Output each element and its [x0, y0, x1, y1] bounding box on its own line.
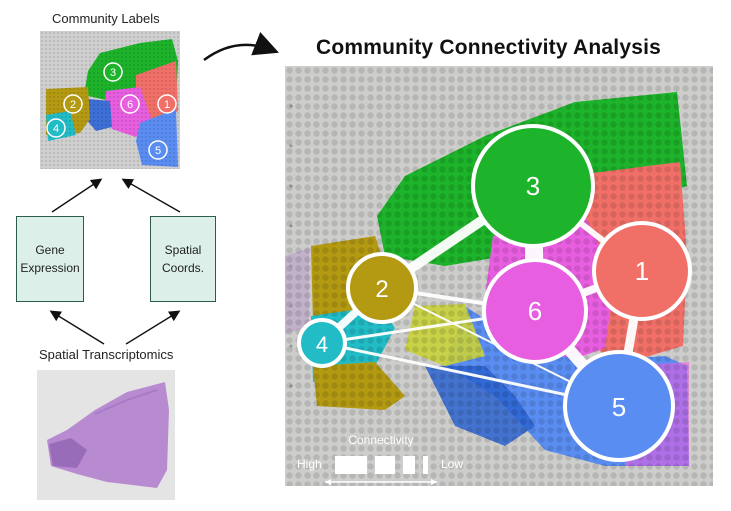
spatial-coords-line1: Spatial: [164, 243, 202, 257]
spatial-coords-line2: Coords.: [161, 261, 205, 275]
spatial-transcriptomics-image: [37, 370, 175, 500]
node-3: [471, 124, 595, 248]
node-4: [297, 318, 347, 368]
arrow-coords-to-labels: [121, 178, 181, 213]
node-1: [592, 221, 692, 321]
thumb-label-3: 3: [110, 67, 116, 79]
node-6: [482, 258, 588, 364]
arrow-st-to-gene: [49, 310, 105, 345]
legend-high: High: [297, 457, 322, 471]
node-label-2: 2: [375, 276, 388, 303]
arrow-gene-to-labels: [51, 178, 103, 213]
legend-low: Low: [441, 457, 463, 471]
gene-expression-box: Gene Expression: [16, 216, 84, 302]
flow-arrows: [49, 178, 181, 345]
arrow-st-to-coords: [125, 310, 181, 345]
thumb-label-5: 5: [155, 145, 161, 157]
node-2: [346, 252, 418, 324]
connectivity-panel: 3 1 6 2 4 5 Connectivity High Low: [285, 66, 713, 486]
node-label-1: 1: [635, 256, 649, 286]
spatial-coords-box: Spatial Coords.: [150, 216, 216, 302]
connectivity-legend: Connectivity High Low: [297, 433, 463, 485]
node-label-5: 5: [612, 392, 626, 422]
node-label-4: 4: [316, 332, 328, 357]
node-5: [563, 350, 675, 462]
thumb-label-2: 2: [70, 99, 76, 111]
node-label-6: 6: [528, 296, 542, 326]
node-label-3: 3: [526, 171, 540, 201]
curved-arrow: [203, 32, 279, 62]
legend-title: Connectivity: [348, 433, 413, 447]
thumb-label-6: 6: [127, 99, 133, 111]
community-labels-thumbnail: 3 2 6 1 4 5: [40, 31, 180, 169]
thumb-label-4: 4: [53, 123, 59, 135]
gene-expression-line1: Gene: [35, 243, 65, 257]
gene-expression-line2: Expression: [20, 261, 80, 275]
thumb-label-1: 1: [164, 99, 170, 111]
community-labels-title: Community Labels: [52, 11, 160, 26]
main-title: Community Connectivity Analysis: [316, 36, 661, 59]
spatial-transcriptomics-title: Spatial Transcriptomics: [39, 347, 174, 362]
